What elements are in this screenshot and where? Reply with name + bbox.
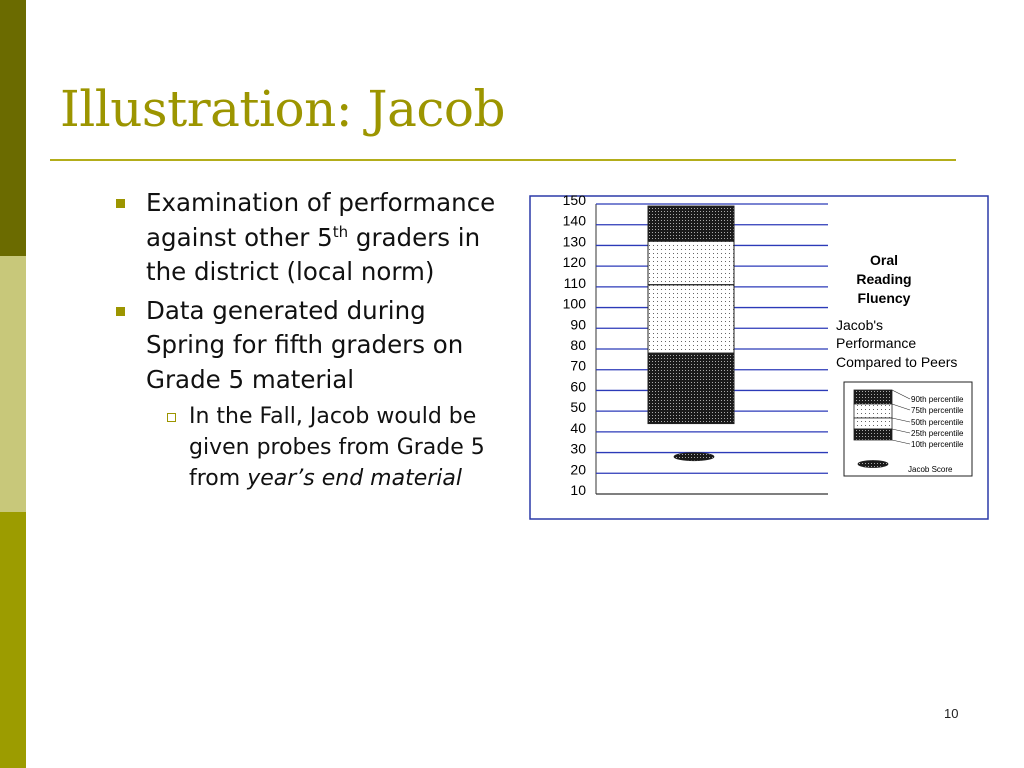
side-bar-middle [0,256,26,512]
band-75-50 [647,240,735,286]
legend-label-10th: 10th percentile [911,440,964,449]
bullet-list: Examination of performance against other… [112,186,502,494]
sub-bullet-emphasis: year’s end material [247,466,462,491]
legend-swatch-3 [853,428,893,441]
chart-title-line2: Reading [856,271,911,287]
bullet-item-local-norm: Examination of performance against other… [112,186,502,290]
chart-title-line3: Fluency [858,290,911,306]
band-25-10 [647,352,735,425]
y-tick-label-30: 30 [570,441,586,457]
legend-swatch-0 [853,389,893,405]
jacob-score-marker [673,452,715,462]
bullet-item-data-generated: Data generated during Spring for fifth g… [112,294,502,398]
square-bullet-icon [116,306,125,316]
bullet-text-part1: Examination of performance against other… [146,188,496,252]
legend-label-75th: 75th percentile [911,406,964,415]
y-tick-label-150: 150 [563,192,587,208]
legend-label-25th: 25th percentile [911,429,964,438]
title-underline [50,159,956,161]
sub-bullet-text: In the Fall, Jacob would be given probes… [189,404,485,491]
legend-label-90th: 90th percentile [911,395,964,404]
page-number: 10 [944,706,959,721]
legend-swatch-2 [853,417,893,430]
legend-leader-3 [891,428,911,434]
side-bar-top [0,0,26,256]
legend-leader-0 [891,389,911,400]
y-tick-label-120: 120 [563,254,587,270]
legend-swatch-1 [853,403,893,419]
legend-label-jacob: Jacob Score [908,465,953,474]
bullet-text-part2: graders in the district (local norm) [146,222,481,287]
slide-title: Illustration: Jacob [60,80,506,138]
y-tick-label-40: 40 [570,420,586,436]
chart-bars [647,205,735,462]
legend-items: 90th percentile 75th percentile 50th perce… [853,389,964,449]
y-tick-label-50: 50 [570,399,586,415]
chart-subtitle-line1: Jacob's [836,317,883,333]
bullet-text: Data generated during Spring for fifth g… [146,295,464,394]
chart-title-line1: Oral [870,252,898,268]
hollow-square-bullet-icon [167,413,176,422]
legend-leader-4 [891,439,911,445]
chart-ticks: 150 140 130 120 110 100 90 80 70 60 50 40 30 20 10 [563,192,587,498]
chart-subtitle-line2: Performance [836,335,916,351]
legend-jacob-marker [857,460,889,468]
y-tick-label-80: 80 [570,337,586,353]
legend-leader-2 [891,417,911,423]
side-bar-bottom [0,512,26,768]
square-bullet-icon [116,199,125,208]
legend-leader-1 [891,403,911,411]
chart-legend: 90th percentile 75th percentile 50th perce… [843,381,973,477]
band-50-25 [647,284,735,354]
y-tick-label-70: 70 [570,358,586,374]
sub-bullet-item-fall: In the Fall, Jacob would be given probes… [155,401,502,494]
y-tick-label-60: 60 [570,378,586,394]
bullet-superscript: th [332,222,349,241]
y-tick-label-130: 130 [563,233,587,249]
chart-subtitle-line3: Compared to Peers [836,354,957,370]
y-tick-label-20: 20 [570,461,586,477]
y-tick-label-140: 140 [563,213,587,229]
y-tick-label-90: 90 [570,316,586,332]
y-tick-label-10: 10 [570,482,586,498]
legend-label-50th: 50th percentile [911,418,964,427]
y-tick-label-110: 110 [564,275,587,291]
y-tick-label-100: 100 [563,296,587,312]
band-90-75 [647,205,735,242]
